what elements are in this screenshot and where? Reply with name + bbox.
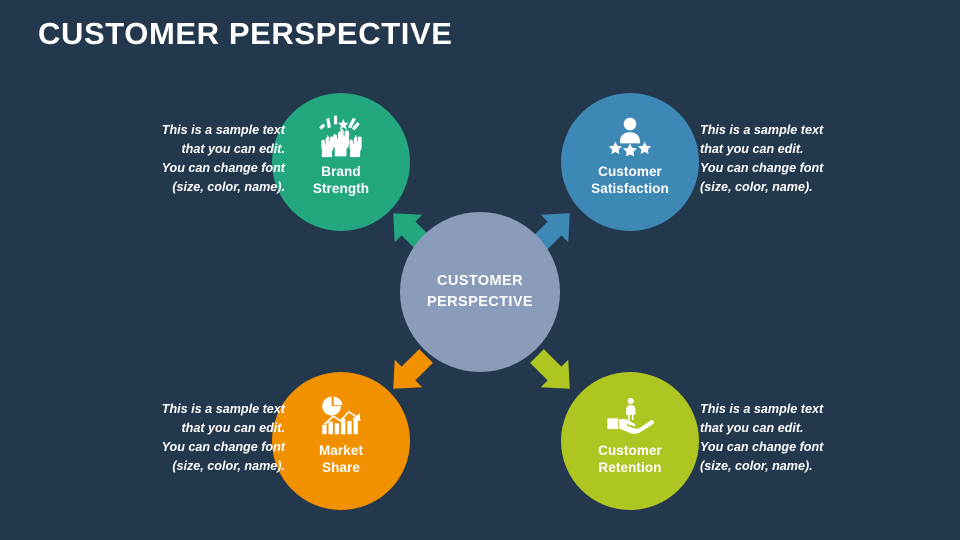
blurb-customer-satisfaction-line1: This is a sample text	[700, 123, 824, 137]
node-brand-strength-label: Brand Strength	[313, 164, 369, 198]
page-title: CUSTOMER PERSPECTIVE	[38, 16, 453, 51]
hand-holding-person-icon	[604, 393, 656, 437]
blurb-brand-strength-line3: You can change font	[161, 161, 285, 176]
pie-and-bar-chart-icon	[315, 393, 367, 437]
center-hub-label-line1: CUSTOMER	[437, 272, 523, 289]
center-hub[interactable]: CUSTOMER PERSPECTIVE	[400, 212, 560, 372]
node-customer-satisfaction-label-line1: Customer	[598, 164, 662, 179]
blurb-customer-satisfaction: This is a sample text that you can edit.…	[700, 121, 875, 198]
blurb-market-share-line4: (size, color, name).	[172, 459, 285, 474]
blurb-market-share-line2: that you can edit.	[181, 421, 285, 436]
blurb-brand-strength-line4: (size, color, name).	[172, 180, 285, 195]
blurb-customer-retention-line4: (size, color, name).	[700, 459, 813, 474]
blurb-brand-strength-line2: that you can edit.	[181, 142, 285, 157]
node-customer-retention-label-line2: Retention	[598, 459, 662, 475]
person-with-stars-icon	[604, 114, 656, 158]
center-hub-label-line2: PERSPECTIVE	[427, 294, 533, 310]
blurb-customer-satisfaction-line4: (size, color, name).	[700, 180, 813, 195]
blurb-brand-strength: This is a sample text that you can edit.…	[110, 121, 285, 198]
blurb-customer-retention-line3: You can change font	[700, 440, 824, 455]
node-market-share-label-line1: Market	[318, 443, 364, 458]
blurb-customer-satisfaction-line2: that you can edit.	[700, 142, 804, 157]
blurb-market-share-line3: You can change font	[161, 440, 285, 455]
blurb-market-share-line1: This is a sample text	[161, 402, 285, 416]
node-customer-retention-label-line1: Customer	[598, 443, 662, 458]
node-customer-satisfaction-label-line2: Satisfaction	[591, 180, 669, 196]
node-market-share-label: Market Share	[319, 443, 363, 477]
node-market-share[interactable]: Market Share	[272, 372, 410, 510]
node-market-share-label-line2: Share	[321, 459, 361, 475]
blurb-market-share: This is a sample text that you can edit.…	[110, 400, 285, 477]
raised-fists-icon	[315, 114, 367, 158]
blurb-customer-retention-line2: that you can edit.	[700, 421, 804, 436]
blurb-customer-retention-line1: This is a sample text	[700, 402, 824, 416]
node-customer-satisfaction[interactable]: Customer Satisfaction	[561, 93, 699, 231]
node-brand-strength-label-line2: Strength	[312, 180, 370, 196]
node-brand-strength[interactable]: Brand Strength	[272, 93, 410, 231]
arrow-to-market-share	[383, 345, 437, 399]
blurb-customer-retention: This is a sample text that you can edit.…	[700, 400, 875, 477]
arrow-to-customer-retention	[526, 345, 580, 399]
blurb-brand-strength-line1: This is a sample text	[161, 123, 285, 137]
node-customer-retention[interactable]: Customer Retention	[561, 372, 699, 510]
center-hub-label: CUSTOMER PERSPECTIVE	[427, 271, 533, 313]
blurb-customer-satisfaction-line3: You can change font	[700, 161, 824, 176]
node-customer-satisfaction-label: Customer Satisfaction	[591, 164, 669, 198]
node-brand-strength-label-line1: Brand	[321, 164, 361, 179]
node-customer-retention-label: Customer Retention	[598, 443, 662, 477]
